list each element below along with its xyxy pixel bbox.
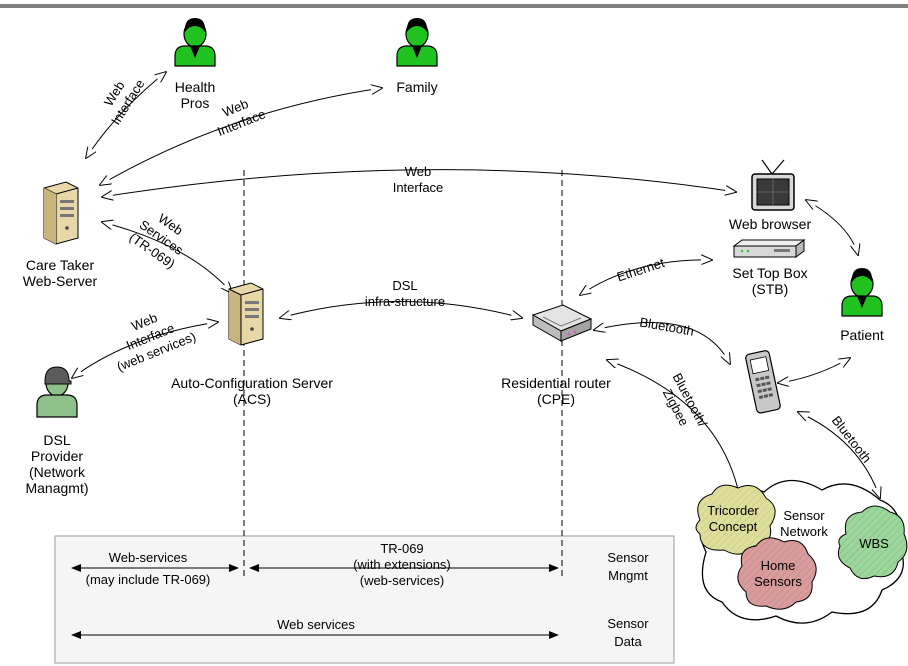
arrow-webbrowser-patient xyxy=(806,200,858,255)
bottom-label-web-services: Web services xyxy=(277,617,355,632)
care-taker-server-icon xyxy=(43,181,79,245)
arrow-router-stb xyxy=(580,260,712,295)
wbs-cloud xyxy=(837,505,908,580)
mobile-phone-icon xyxy=(745,350,781,414)
router-label: Residential router(CPE) xyxy=(501,375,611,407)
arrow-router-sensors xyxy=(607,360,740,498)
tricorder-cloud xyxy=(695,484,776,555)
arrow-caretaker-family xyxy=(100,88,382,185)
set-top-box-icon xyxy=(732,239,806,258)
dsl-provider-person-icon xyxy=(36,366,78,418)
arrow-router-phone xyxy=(594,322,730,364)
family-person-icon xyxy=(396,17,438,67)
link-arrows xyxy=(72,72,880,498)
patient-person-icon xyxy=(841,267,883,317)
bottom-arrows xyxy=(71,564,559,639)
acs-label: Auto-Configuration Server(ACS) xyxy=(171,375,333,407)
acs-server-icon xyxy=(228,282,264,346)
bottom-label-tr069: TR-069(with extensions)(web-services) xyxy=(353,541,451,588)
arrow-patient-phone xyxy=(778,358,850,383)
link-label-bluetooth-wbs: Bluetooth xyxy=(829,413,875,466)
patient-label: Patient xyxy=(840,327,884,343)
link-label-bluetooth-router: Bluetooth xyxy=(638,314,695,338)
link-label-web-interface-2: WebInterface xyxy=(209,91,268,139)
arrow-dslprov-acs xyxy=(72,322,218,378)
arrow-acs-router xyxy=(280,301,522,319)
wbs-label: WBS xyxy=(859,536,889,551)
top-rule xyxy=(0,4,908,8)
link-label-web-interface-ws: WebInterface(web services) xyxy=(103,299,198,374)
link-label-bluetooth-zigbee: Bluetooth/Zigbee xyxy=(655,371,710,438)
bottom-label-web-services-acs: Web-services(may include TR-069) xyxy=(86,550,211,587)
arrow-caretaker-webbrowser xyxy=(102,169,736,197)
link-label-web-interface-1: WebInterface xyxy=(94,68,147,127)
arrow-caretaker-acs xyxy=(102,222,232,293)
web-browser-label: Web browser xyxy=(729,216,812,232)
link-label-web-services-tr069: WebServices(TR-069) xyxy=(127,203,197,271)
stb-label: Set Top Box(STB) xyxy=(732,265,807,297)
home-sensors-cloud xyxy=(737,537,817,610)
family-label: Family xyxy=(396,79,437,95)
link-label-ethernet: Ethernet xyxy=(615,255,667,285)
tv-icon xyxy=(751,159,795,211)
bottom-panel xyxy=(54,535,675,664)
health-pros-person-icon xyxy=(174,17,216,67)
router-icon xyxy=(531,304,593,342)
arrow-phone-wbs xyxy=(798,412,880,498)
